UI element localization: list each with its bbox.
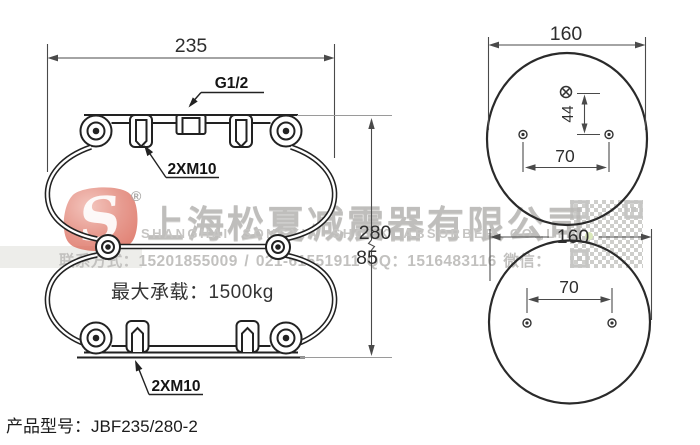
top-view-bolt-holes	[518, 129, 614, 140]
dim-width-lines	[46, 44, 336, 172]
dim-height-compressed-text: 85	[356, 247, 378, 269]
dim-height-total-text: 280	[359, 222, 392, 244]
bottom-view-dim-70	[526, 288, 613, 313]
max-load-text: 最大承载：1500kg	[111, 282, 274, 303]
bottom-bolts-label: 2XM10	[151, 378, 200, 395]
bellows	[44, 144, 338, 349]
top-view-dim-160	[487, 37, 647, 130]
bottom-bolts-leader-arrow	[135, 360, 143, 372]
port-leader-arrow	[188, 97, 198, 108]
top-view-bolt-spacing-text: 70	[555, 146, 575, 166]
top-view-diameter-text: 160	[550, 23, 583, 45]
bottom-view-dim-160	[489, 229, 653, 320]
product-model-text: 产品型号：JBF235/280-2	[6, 417, 198, 436]
bottom-view-diameter-text: 160	[557, 226, 590, 248]
dim-height-lines	[297, 115, 392, 358]
registered-trademark-symbol: ®	[131, 188, 142, 204]
bottom-view-bolt-spacing-text: 70	[559, 277, 579, 297]
top-view: 160 44	[485, 23, 649, 227]
port-leader	[189, 91, 264, 106]
girdle-ring-curls	[95, 234, 291, 260]
top-view-circle	[485, 51, 649, 227]
top-view-dim-70	[522, 142, 610, 172]
bottom-plate	[77, 320, 305, 359]
company-name-en: SHANGHAI SONGXIA SHOCK ABSORBER CO.,LTD	[141, 226, 578, 241]
air-port-symbol	[559, 85, 573, 99]
front-view: 235	[44, 35, 392, 396]
top-bolts-label: 2XM10	[167, 161, 216, 178]
port-thread-label: G1/2	[215, 75, 249, 92]
dim-width-text: 235	[175, 35, 208, 57]
qr-green-dot	[585, 232, 593, 240]
top-bolts-leader-arrow	[144, 145, 154, 157]
company-name-cn: 上海松夏减震器有限公司	[147, 204, 587, 245]
qr-finder-squares	[570, 200, 643, 268]
top-view-dim-44	[577, 92, 600, 136]
wechat-qr-code	[570, 200, 645, 273]
top-plate	[79, 114, 303, 148]
bottom-view: 160 70	[487, 226, 653, 405]
bottom-view-circle	[487, 239, 652, 405]
bottom-view-bolt-holes	[522, 318, 617, 328]
top-view-port-offset-text: 44	[560, 105, 577, 123]
